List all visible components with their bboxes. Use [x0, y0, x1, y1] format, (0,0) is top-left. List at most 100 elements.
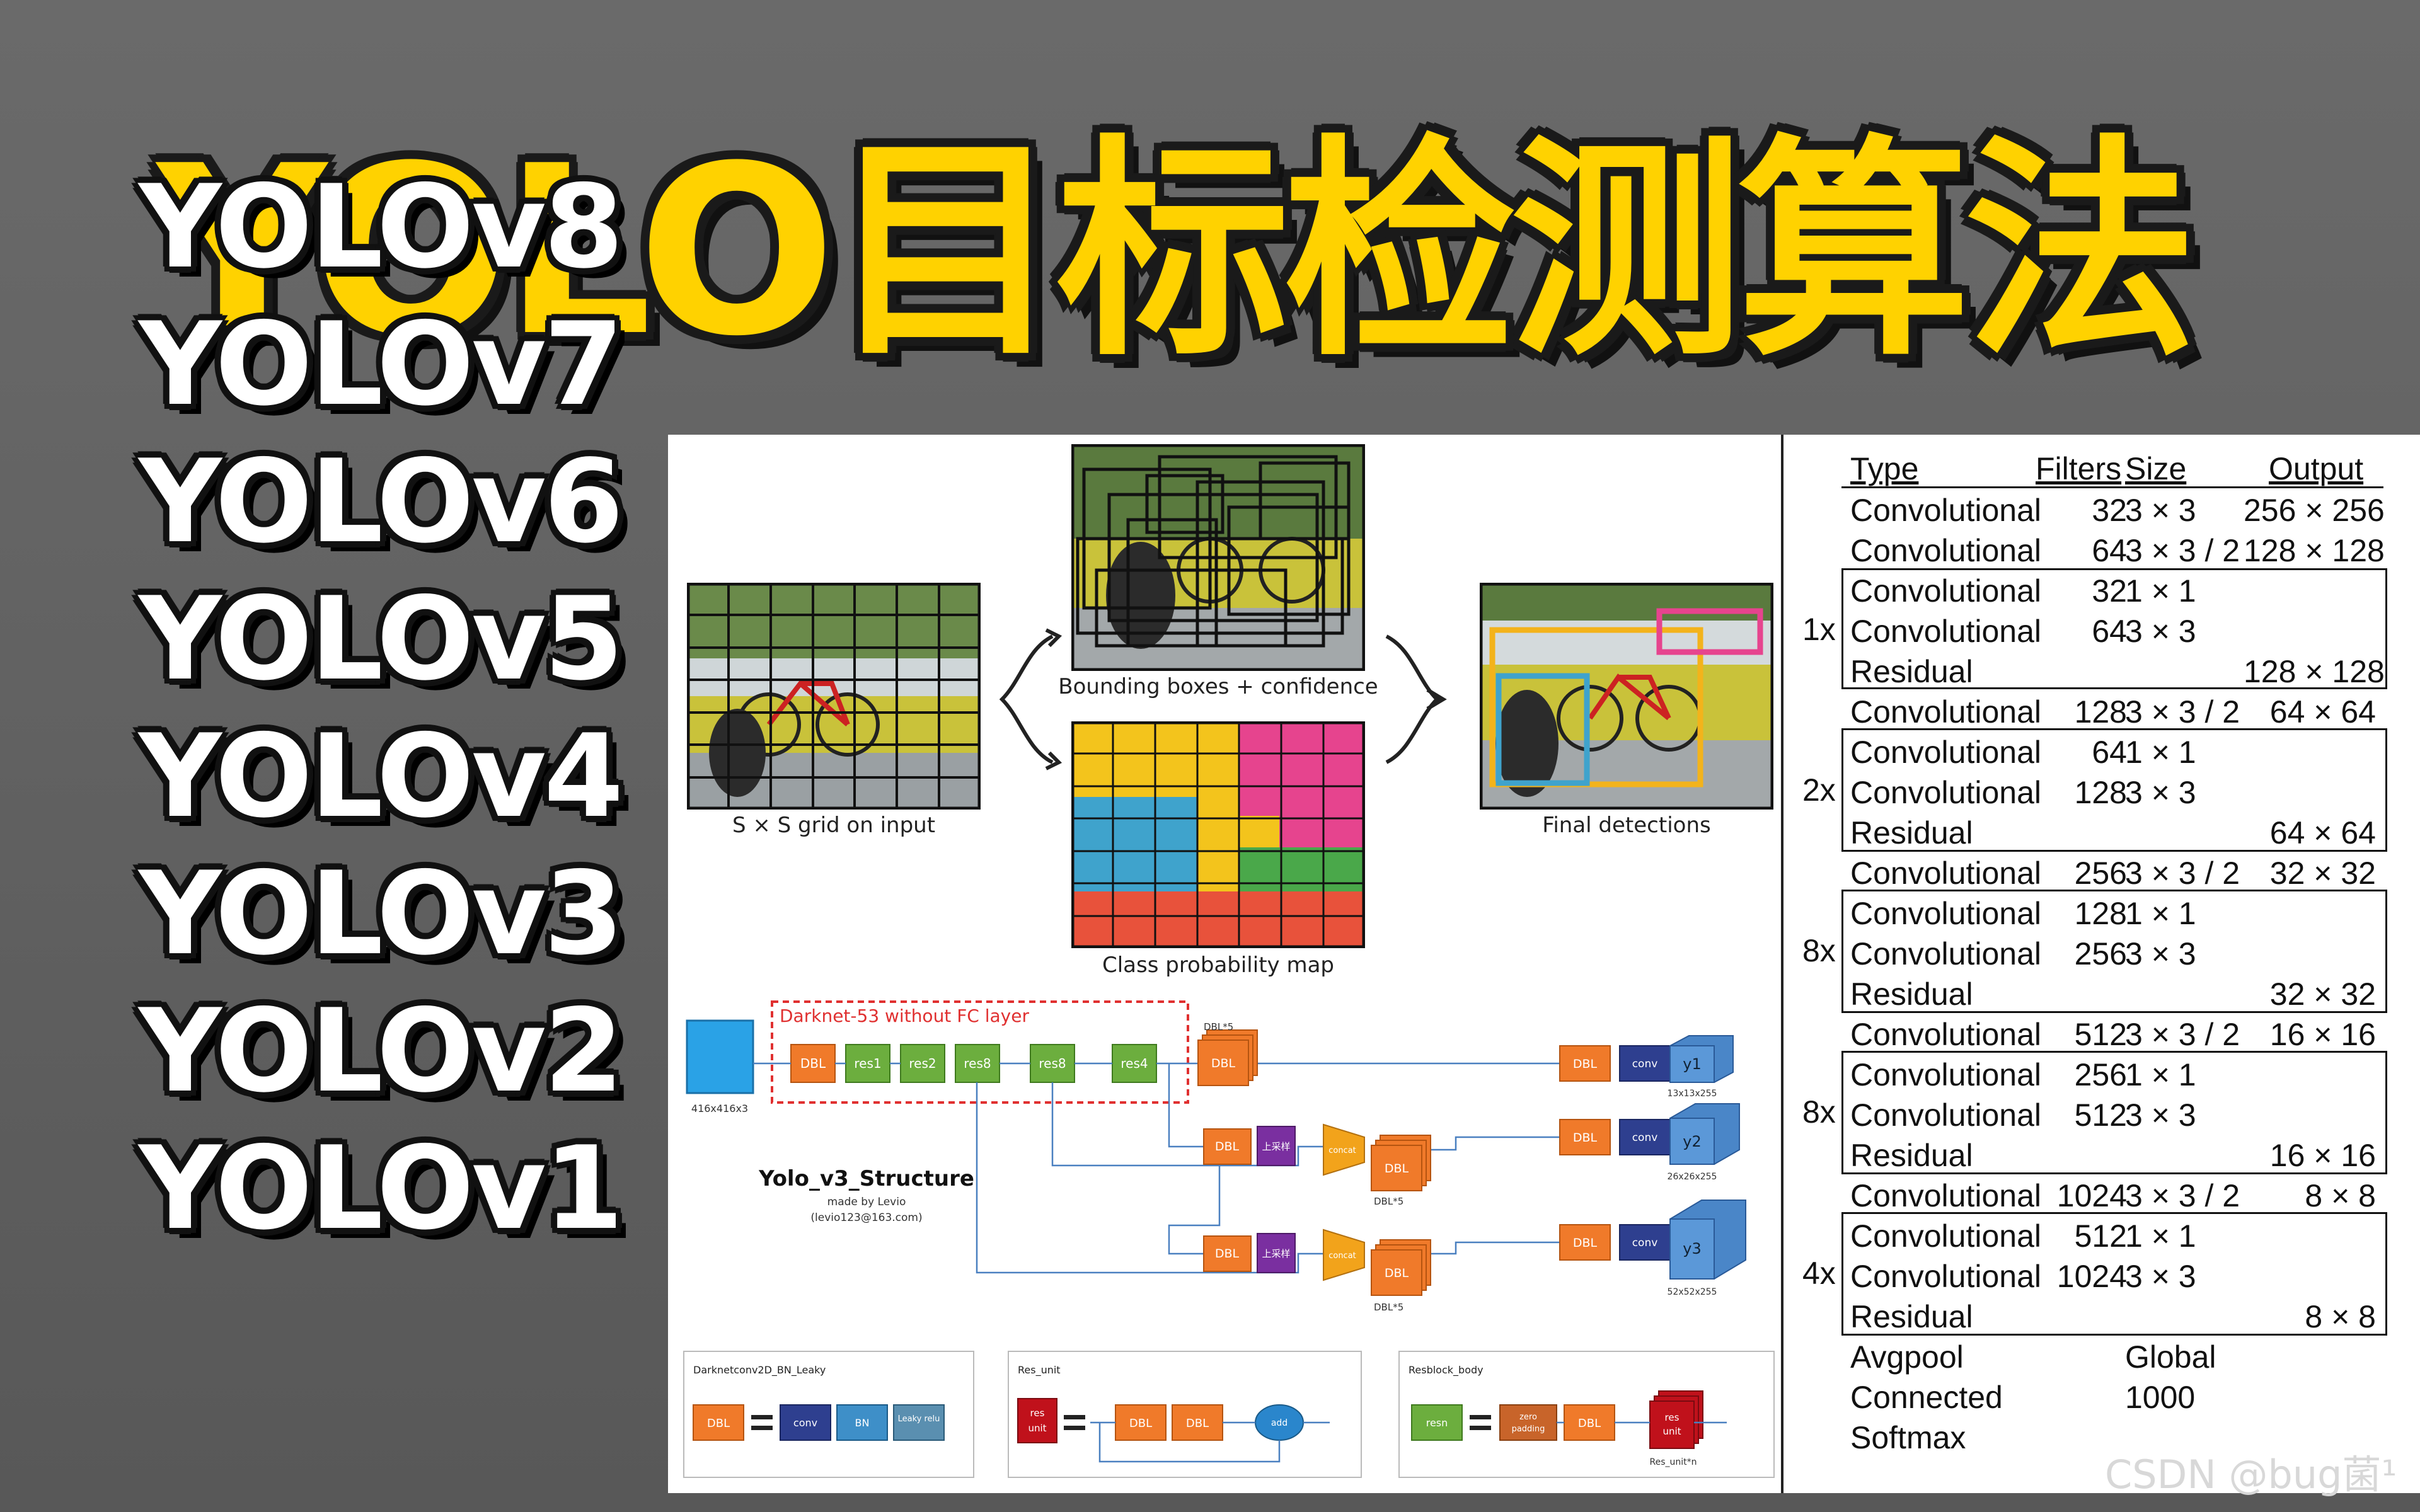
legend-conv-label: conv [793, 1417, 817, 1429]
dbl-label-s2: DBL [1215, 1140, 1240, 1154]
dbl5-label-1: DBL [1211, 1057, 1236, 1070]
table-cell-size: 1 × 1 [2125, 735, 2196, 770]
table-cell-filters: 512 [2074, 1218, 2127, 1254]
conv-block-1 [1619, 1045, 1671, 1082]
table-cell-type: Convolutional [1850, 735, 2041, 770]
dbl-block-s2 [1203, 1128, 1252, 1165]
table-cell-size: 1 × 1 [2125, 1057, 2196, 1092]
group-box-2x [1841, 728, 2387, 852]
table-cell-size: 3 × 3 [2125, 493, 2196, 528]
table-cell-filters: 64 [2092, 614, 2127, 649]
table-cell-type: Convolutional [1850, 694, 2041, 730]
grid-input-image [687, 583, 981, 810]
group-box-8x-b [1841, 1051, 2387, 1174]
header-size: Size [2125, 451, 2187, 486]
dbl-out-1 [1559, 1045, 1611, 1082]
header-output: Output [2269, 451, 2364, 486]
header-type: Type [1850, 451, 1919, 486]
dbl5-block-1 [1197, 1040, 1249, 1086]
table-cell-filters: 32 [2092, 493, 2127, 528]
group-box-1x [1841, 568, 2387, 689]
legend-resn-label: resn [1426, 1417, 1448, 1429]
dbl-block-label: DBL [800, 1056, 826, 1071]
table-cell-filters: 1024 [2056, 1178, 2127, 1213]
scale3-branch: DBL 上采样 concat DBL DBL*5 DBL conv y3 52x… [1203, 1200, 1746, 1313]
table-cell-type: Residual [1850, 815, 1973, 850]
input-tensor [686, 1019, 754, 1094]
upsample-label-s2: 上采样 [1262, 1141, 1290, 1152]
legend-res-label: res [1030, 1407, 1045, 1419]
scale1-branch: DBL DBL*5 DBL conv y1 13x13x255 [1197, 1021, 1734, 1099]
table-cell-filters: 64 [2092, 735, 2127, 770]
table-cell-type: Convolutional [1850, 775, 2041, 810]
y1-output [1669, 1045, 1715, 1083]
dbl-out-label-2: DBL [1573, 1131, 1598, 1145]
table-cell-size: 1 × 1 [2125, 1218, 2196, 1254]
res2-label: res2 [909, 1056, 936, 1071]
res2-block [900, 1044, 945, 1083]
table-cell-size: 3 × 3 [2125, 614, 2196, 649]
y3-label: y3 [1683, 1240, 1701, 1257]
table-cell-output: 64 × 64 [2269, 815, 2376, 850]
table-cell-size: 3 × 3 [2125, 936, 2196, 971]
table-cell-size: 3 × 3 / 2 [2125, 694, 2240, 730]
concat-block-s2 [1323, 1123, 1365, 1176]
dbl5-caption-1: DBL*5 [1204, 1021, 1233, 1033]
legend-resblock-unit: unit [1662, 1426, 1681, 1437]
y3-output [1669, 1218, 1715, 1280]
concat-label-s2: concat [1328, 1146, 1356, 1155]
table-cell-size: 3 × 3 / 2 [2125, 856, 2240, 891]
group-box-8x-a [1841, 890, 2387, 1013]
dbl-out-label-3: DBL [1573, 1236, 1598, 1250]
merge-arrow-icon [1385, 634, 1447, 764]
classmap-caption: Class probability map [1102, 953, 1334, 978]
version-label-v1: YOLOv1 [139, 1121, 624, 1255]
legend-resblock-title: Resblock_body [1409, 1364, 1484, 1377]
legend-resunit-dbl2: DBL [1186, 1417, 1209, 1430]
dbl5-label-2: DBL [1385, 1162, 1409, 1176]
table-cell-output: 256 × 256 [2244, 493, 2385, 528]
group-multiplier-8x-a: 8x [1802, 933, 1836, 968]
upsample-label-s3: 上采样 [1262, 1248, 1290, 1259]
table-cell-type: Convolutional [1850, 1017, 2041, 1052]
version-label-v7: YOLOv7 [139, 297, 624, 431]
y2-label: y2 [1683, 1133, 1701, 1150]
table-cell-filters: 128 [2074, 694, 2127, 730]
res1-block [845, 1044, 890, 1083]
content-panel: S × S grid on input Bounding boxes + con… [668, 435, 2420, 1493]
group-multiplier-4x: 4x [1802, 1256, 1836, 1291]
table-cell-type: Softmax [1850, 1420, 1966, 1455]
split-arrow-icon [999, 628, 1063, 770]
legend-dbl-box [683, 1351, 974, 1478]
y1-label: y1 [1683, 1055, 1701, 1073]
main-title: YOLO目标检测算法 [158, 117, 2197, 387]
table-cell-size: Global [2125, 1339, 2216, 1375]
table-cell-filters: 512 [2074, 1097, 2127, 1133]
table-cell-type: Avgpool [1850, 1339, 1964, 1375]
final-detections-image [1480, 583, 1773, 810]
bounding-boxes-image [1071, 444, 1365, 671]
version-label-v4: YOLOv4 [139, 709, 624, 843]
table-cell-output: 64 × 64 [2269, 694, 2376, 730]
scale2-branch: DBL 上采样 concat DBL DBL*5 DBL conv y2 26x… [1203, 1103, 1740, 1207]
table-cell-filters: 128 [2074, 775, 2127, 810]
table-cell-type: Convolutional [1850, 856, 2041, 891]
final-caption: Final detections [1542, 813, 1711, 838]
table-cell-output: 128 × 128 [2244, 533, 2385, 568]
legend-padding-label: padding [1512, 1424, 1545, 1434]
legend-resblock-box [1398, 1351, 1775, 1478]
dbl5-block-2 [1371, 1145, 1422, 1191]
table-cell-output: 16 × 16 [2269, 1017, 2376, 1052]
version-label-v8: YOLOv8 [139, 160, 624, 294]
table-cell-size: 3 × 3 / 2 [2125, 533, 2240, 568]
table-cell-type: Residual [1850, 654, 1973, 689]
table-cell-size: 3 × 3 [2125, 1259, 2196, 1294]
table-cell-filters: 512 [2074, 1017, 2127, 1052]
table-cell-size: 1 × 1 [2125, 896, 2196, 931]
header-rule [1841, 486, 2383, 488]
table-cell-output: 32 × 32 [2269, 856, 2376, 891]
legend-resunit-title: Res_unit [1018, 1364, 1061, 1377]
dbl5-label-3: DBL [1385, 1266, 1409, 1280]
group-multiplier-1x: 1x [1802, 612, 1836, 647]
class-probability-map [1071, 721, 1365, 948]
